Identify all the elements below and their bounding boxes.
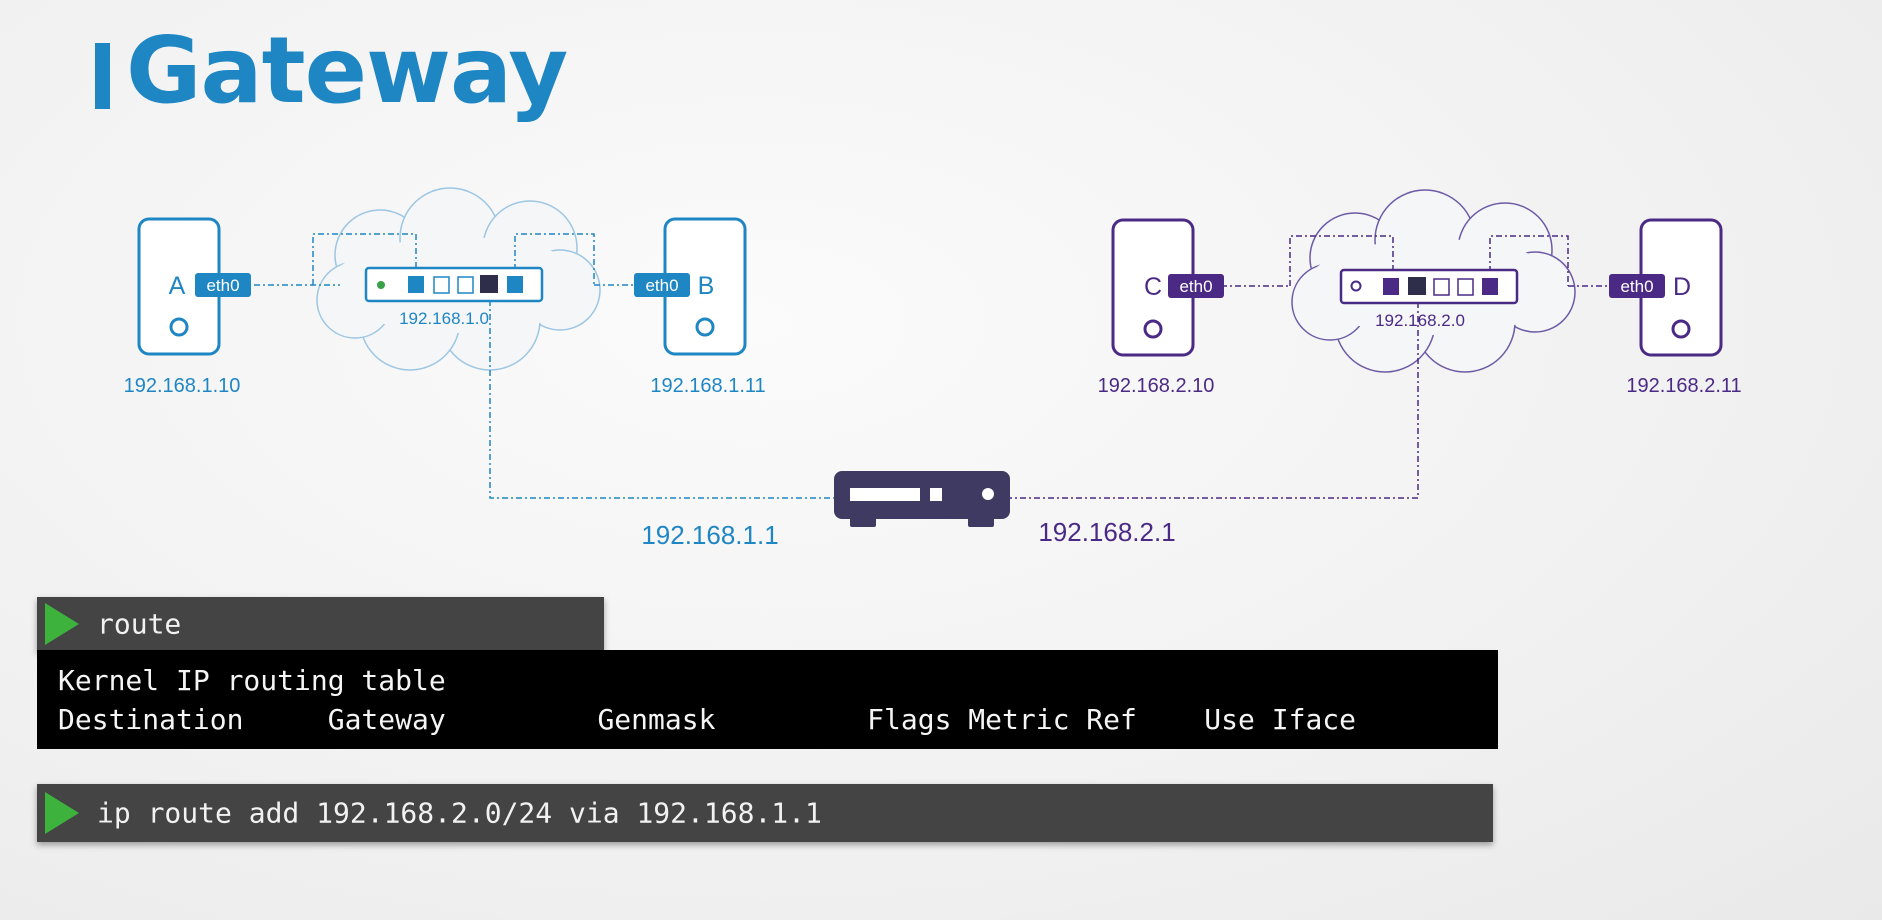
host-b-ip: 192.168.1.11 <box>650 375 765 397</box>
terminal-output: Kernel IP routing table Destination Gate… <box>37 650 1498 749</box>
network-2: 192.168.2.0 C eth0 192.168.2.10 D eth0 1… <box>1010 189 1742 499</box>
network-2-switch-label: 192.168.2.0 <box>1375 311 1465 330</box>
output-line-2: Destination Gateway Genmask Flags Metric… <box>58 703 1357 736</box>
play-icon <box>45 792 79 834</box>
host-a-name: A <box>169 272 186 300</box>
host-b-name: B <box>698 272 715 300</box>
page-title: Gateway <box>126 17 568 124</box>
network-1-switch <box>364 266 544 303</box>
network-1: 192.168.1.0 A eth0 192.168.1.10 B eth0 1… <box>124 187 835 499</box>
command-text: ip route add 192.168.2.0/24 via 192.168.… <box>97 796 822 830</box>
host-d-eth0-label: eth0 <box>1620 277 1653 296</box>
terminal-command-ip-route: ip route add 192.168.2.0/24 via 192.168.… <box>37 784 1493 842</box>
command-text: route <box>97 607 182 641</box>
host-a: A eth0 <box>137 217 251 356</box>
host-a-ip: 192.168.1.10 <box>124 375 241 397</box>
host-a-eth0-label: eth0 <box>206 276 239 295</box>
output-line-1: Kernel IP routing table <box>58 664 446 697</box>
host-d: D eth0 <box>1609 218 1723 357</box>
title-accent-bar <box>95 43 110 109</box>
host-d-name: D <box>1673 273 1691 301</box>
router-ip-left: 192.168.1.1 <box>641 520 778 550</box>
router-icon <box>834 471 1010 527</box>
network-1-switch-label: 192.168.1.0 <box>399 309 489 328</box>
host-c-eth0-label: eth0 <box>1179 277 1212 296</box>
play-icon <box>45 603 79 645</box>
host-c-ip: 192.168.2.10 <box>1098 375 1215 397</box>
network-2-switch <box>1339 268 1519 305</box>
terminal-command-route: route <box>37 597 604 651</box>
host-c: C eth0 <box>1111 218 1224 357</box>
host-b: B eth0 <box>634 217 747 356</box>
host-c-name: C <box>1144 273 1162 301</box>
host-b-eth0-label: eth0 <box>645 276 678 295</box>
host-d-ip: 192.168.2.11 <box>1626 375 1741 397</box>
router-ip-right: 192.168.2.1 <box>1038 517 1175 547</box>
